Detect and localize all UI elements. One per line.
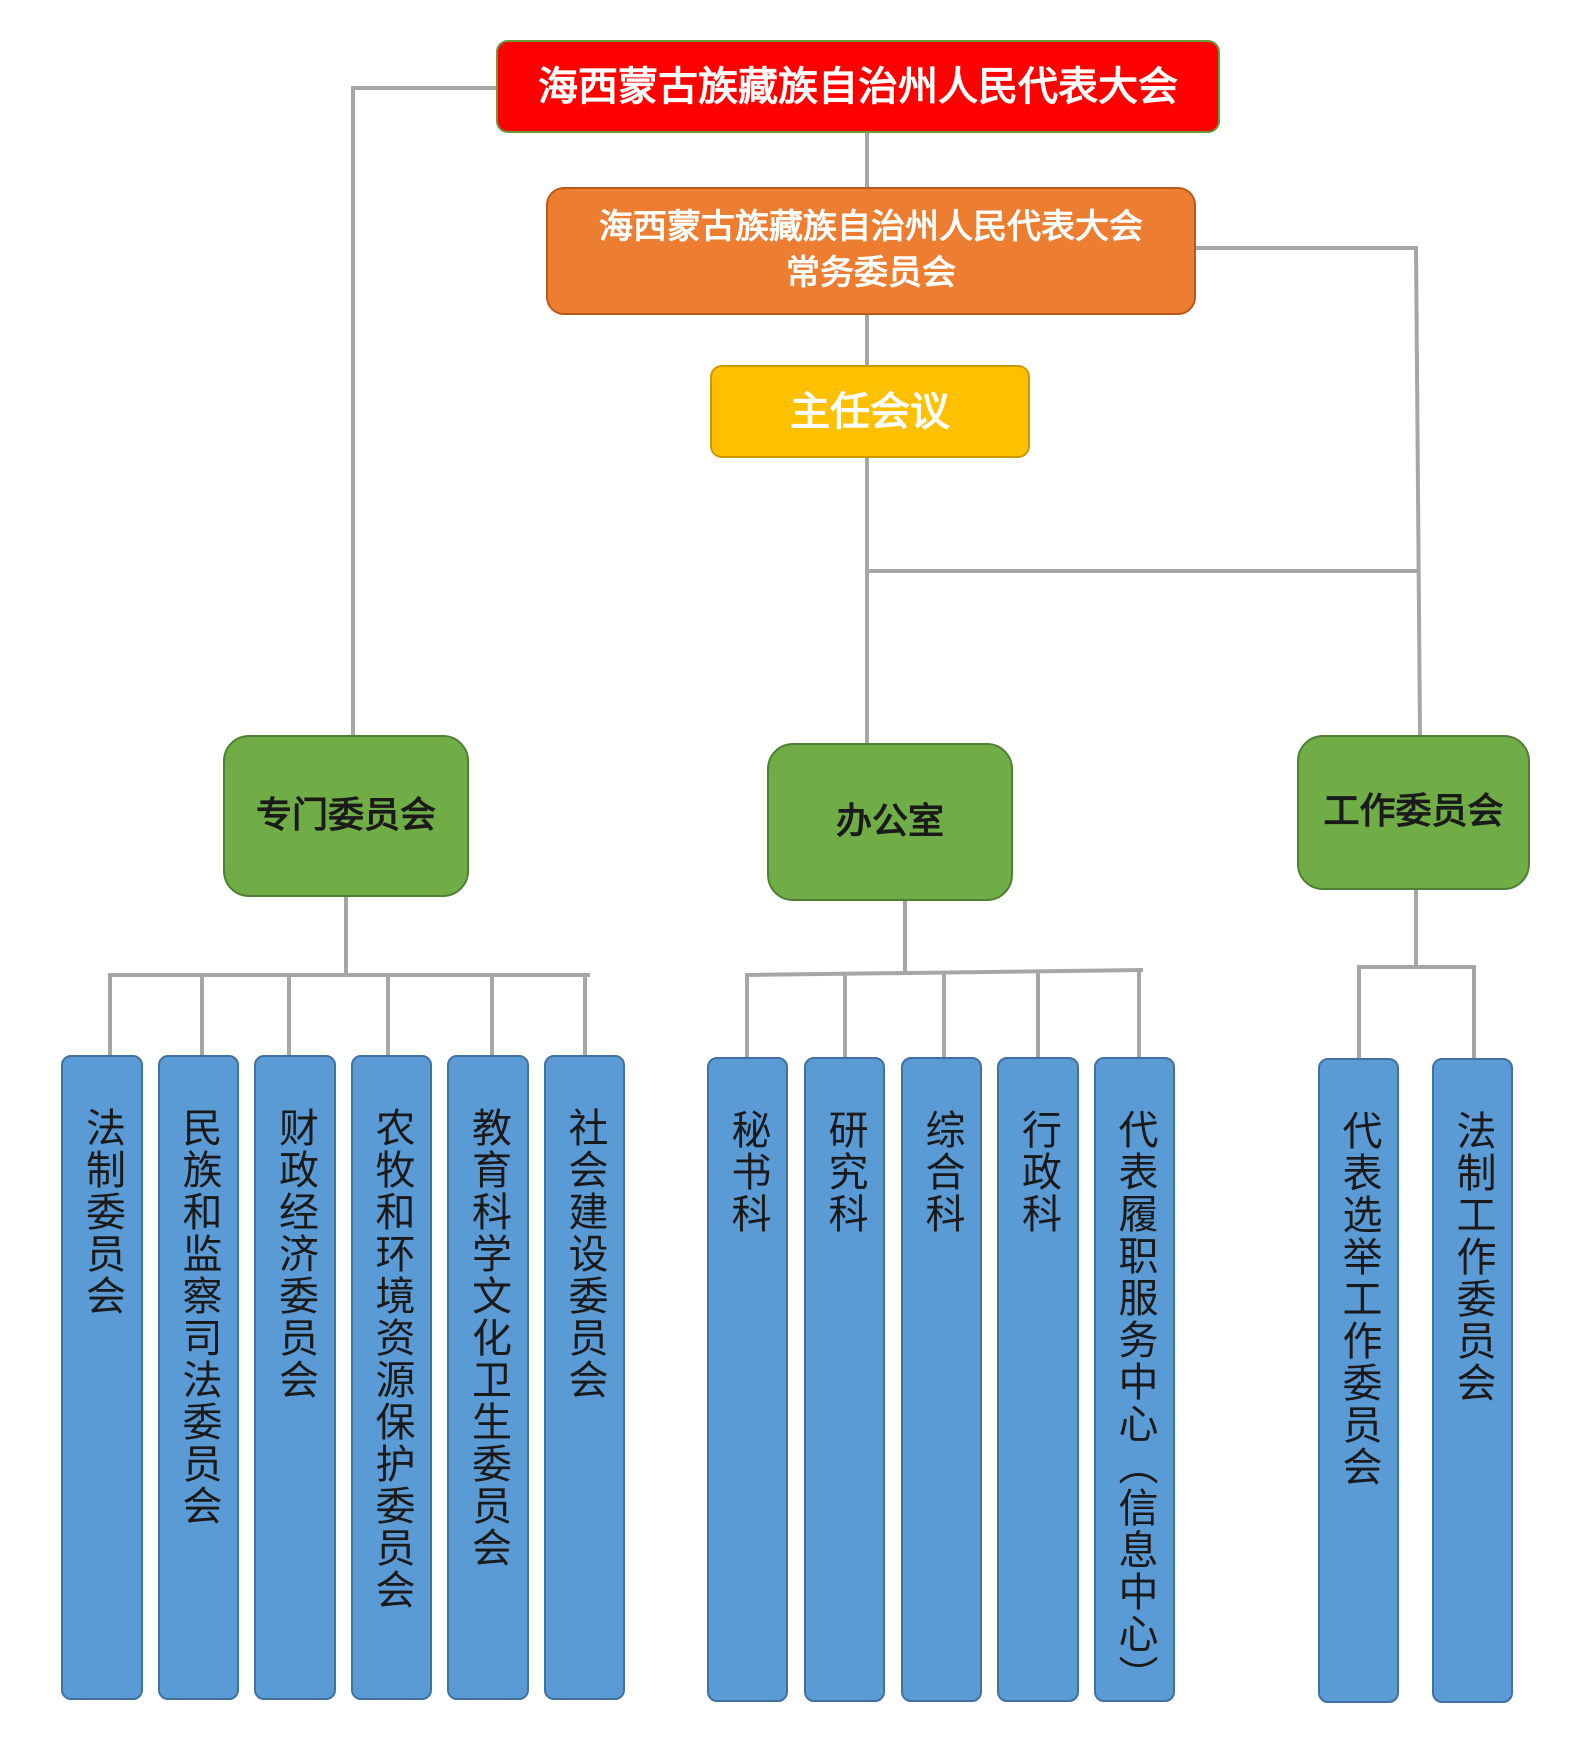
unit-secretariat-section: 秘书科 [707, 1057, 788, 1702]
special-committees-box: 专门委员会 [223, 735, 469, 897]
unit-ethnic-supervision-judicial-committee: 民族和监察司法委员会 [158, 1055, 239, 1700]
unit-label: 农牧和环境资源保护委员会 [368, 1107, 415, 1611]
director-meeting-box: 主任会议 [710, 365, 1030, 458]
special-committees-label: 专门委员会 [255, 794, 436, 836]
unit-label: 教育科学文化卫生委员会 [465, 1107, 511, 1569]
unit-research-section: 研究科 [804, 1057, 885, 1702]
unit-label: 法制工作委员会 [1449, 1110, 1496, 1404]
unit-election-work-committee: 代表选举工作委员会 [1318, 1058, 1399, 1703]
people-congress-box: 海西蒙古族藏族自治州人民代表大会 [496, 40, 1220, 133]
unit-legal-committee: 法制委员会 [61, 1055, 143, 1700]
office-box: 办公室 [767, 743, 1013, 901]
unit-label: 研究科 [821, 1109, 868, 1235]
unit-label: 秘书科 [724, 1109, 771, 1235]
unit-label: 代表选举工作委员会 [1335, 1110, 1382, 1488]
standing-committee-line1: 海西蒙古族藏族自治州人民代表大会 [599, 207, 1143, 248]
standing-committee-box: 海西蒙古族藏族自治州人民代表大会 常务委员会 [546, 187, 1196, 315]
unit-label: 行政科 [1015, 1109, 1061, 1235]
unit-label: 代表履职服务中心（信息中心） [1111, 1109, 1158, 1697]
standing-committee-line2: 常务委员会 [786, 253, 956, 293]
unit-agriculture-environment-committee: 农牧和环境资源保护委员会 [351, 1055, 432, 1700]
unit-label: 民族和监察司法委员会 [175, 1107, 222, 1527]
unit-finance-economy-committee: 财政经济委员会 [254, 1055, 336, 1700]
unit-label: 财政经济委员会 [272, 1107, 318, 1401]
director-meeting-label: 主任会议 [790, 388, 950, 435]
unit-education-science-culture-health-committee: 教育科学文化卫生委员会 [447, 1055, 529, 1700]
connector-line [1413, 245, 1423, 738]
unit-social-construction-committee: 社会建设委员会 [544, 1055, 625, 1700]
people-congress-label: 海西蒙古族藏族自治州人民代表大会 [538, 63, 1178, 110]
work-committees-label: 工作委员会 [1323, 791, 1504, 833]
office-label: 办公室 [835, 800, 944, 842]
unit-label: 法制委员会 [79, 1107, 125, 1317]
work-committees-box: 工作委员会 [1297, 735, 1530, 890]
unit-label: 综合科 [918, 1109, 965, 1235]
unit-general-section: 综合科 [901, 1057, 982, 1702]
unit-legal-work-committee: 法制工作委员会 [1432, 1058, 1513, 1703]
connector-line [744, 967, 1144, 978]
unit-deputy-service-center: 代表履职服务中心（信息中心） [1094, 1057, 1175, 1702]
unit-label: 社会建设委员会 [561, 1107, 608, 1401]
unit-administration-section: 行政科 [997, 1057, 1079, 1702]
